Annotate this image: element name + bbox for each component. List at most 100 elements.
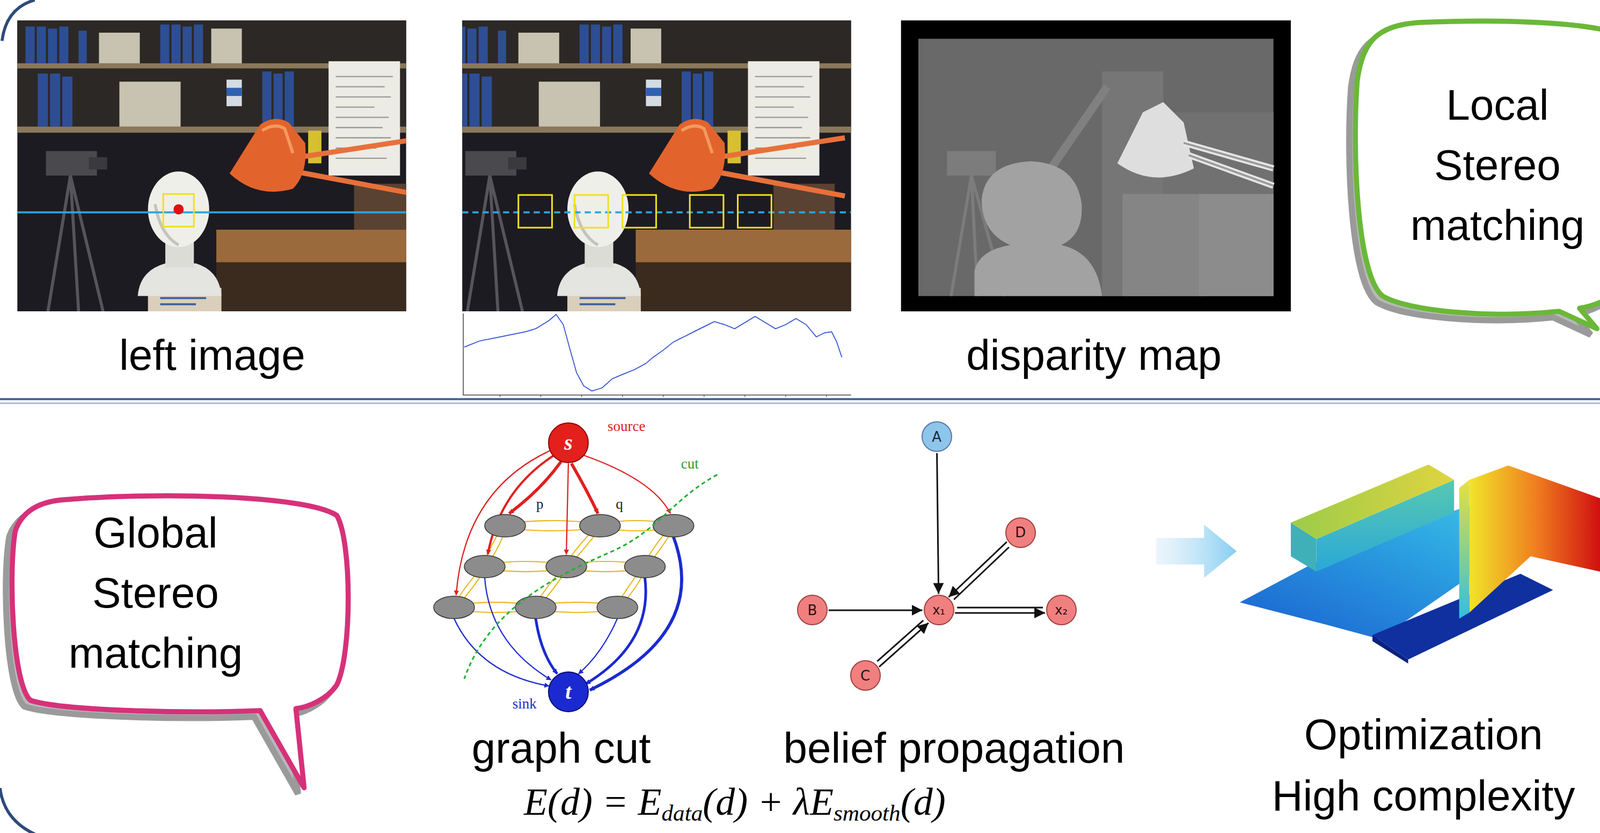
right-photo [462,20,851,312]
bubble-border [11,495,348,788]
bubble-border [1355,20,1600,329]
disparity-image [974,161,1103,297]
right-photo-overlay [574,194,609,228]
graph-cut-figure [484,514,526,538]
graph-cut-figure [433,514,694,619]
graph-node: x₁ [923,594,955,626]
message-arrow [948,541,1009,600]
surface-plot [1459,479,1470,619]
left-photo [17,20,406,312]
graph-cut-figure [589,536,682,690]
graph-cut-figure [454,536,682,690]
right-photo-overlay [738,194,772,228]
graph-cut-figure [464,555,506,579]
message-line [953,547,1010,601]
node-letter: x₁ [932,603,946,617]
node-letter: B [807,603,817,618]
right-photo-overlay [518,194,772,228]
right-photo-overlay [518,194,553,228]
section-divider [0,399,1600,404]
disparity-image [901,20,1291,312]
graph-cut-figure [464,474,718,679]
message-arrow [877,620,929,667]
message-line [954,611,1046,614]
frame-corner [0,787,37,833]
surface-plot [1469,465,1600,613]
graph-cut-figure [456,450,552,596]
formula-term: (d) [900,780,946,824]
message-line [828,609,923,611]
surface-plot [1372,634,1409,664]
cost-plot [500,395,827,398]
graph-cut-figure [566,463,569,554]
graph-cut-figure [456,450,671,596]
message-arrow [937,453,939,594]
formula-subscript: data [661,799,703,825]
energy-formula: E(d) = Edata(d) + λEsmooth(d) [523,780,946,826]
graph-cut-figure [585,578,646,685]
graph-cut-figure [624,555,666,579]
graph-cut-figure [535,618,558,675]
graph-cut-figure [454,618,550,687]
message-line [937,453,939,594]
sink-node: t [548,671,589,713]
left-photo [17,20,406,312]
left-photo-overlay [173,203,184,215]
cost-plot [464,314,842,392]
message-arrow [828,609,923,611]
bubble-text: Local Stereo matching [1410,75,1585,256]
graph-cut-figure [484,578,552,681]
section-divider [0,402,1600,405]
left-photo-overlay [17,211,406,214]
node-letter: s [564,432,573,454]
source-node: s [548,422,589,464]
cost-plot [463,313,851,396]
section-divider [0,398,1600,401]
message-line [956,606,1043,609]
node-letter: x₂ [1054,603,1068,617]
surface-plot [1290,464,1455,539]
message-line [877,620,924,662]
disparity-image [901,20,1291,312]
cost-plot [463,313,851,398]
panel-caption: disparity map [966,330,1222,381]
graph-label: p [534,495,546,513]
right-photo-overlay [462,194,851,228]
graph-cut-figure [433,596,475,619]
panel-caption: left image [119,330,306,381]
node-letter: D [1014,525,1026,540]
formula-term: E(d) = E [523,780,662,824]
note-text: Optimization [1304,710,1544,760]
graph-cut-figure [579,514,621,538]
graph-cut-figure [433,450,718,691]
graph-label: cut [679,455,701,473]
formula-term: (d) + λE [702,780,834,824]
graph-node: D [1005,517,1036,549]
graph-cut-figure [583,455,671,514]
graph-node: B [797,594,828,626]
graph-cut-figure [487,455,555,554]
disparity-image [1199,193,1274,296]
method-caption: belief propagation [783,723,1125,773]
graph-label: source [605,418,647,435]
node-letter: t [565,681,572,703]
disparity-image [918,38,1274,296]
left-photo-overlay [17,193,406,227]
speech-bubble: Global Stereo matching [0,494,353,717]
speech-bubble: Local Stereo matching [1362,22,1600,319]
formula-subscript: smooth [833,799,901,825]
node-letter: C [860,668,871,683]
bubble-text: Global Stereo matching [68,502,244,684]
node-letter: A [931,429,942,444]
disparity-image [1122,193,1204,296]
method-caption: graph cut [471,723,652,773]
graph-cut-figure [571,463,598,514]
graph-node: x₂ [1046,594,1077,626]
graph-label: q [614,495,625,513]
graph-node: A [921,421,953,452]
note-text: High complexity [1272,771,1576,821]
graph-label: sink [510,695,539,713]
message-line [948,541,1007,597]
